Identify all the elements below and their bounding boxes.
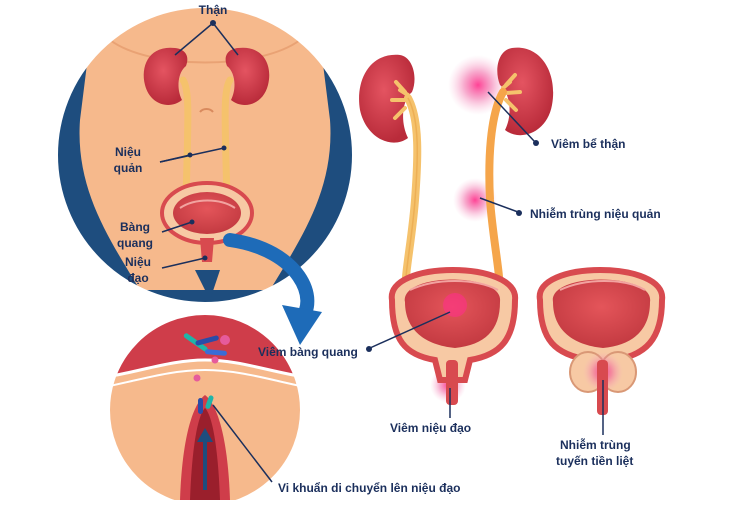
curved-arrow-icon xyxy=(223,233,322,345)
urethra-zoom-circle xyxy=(108,313,302,505)
anatomy-leader-lines xyxy=(159,20,239,269)
label-ureter-line1: Niệu xyxy=(115,145,141,159)
prostate-infection-view xyxy=(536,267,666,415)
label-urethritis: Viêm niệu đạo xyxy=(390,421,471,435)
label-pyelonephritis: Viêm bể thận xyxy=(551,137,625,151)
label-bacteria-caption: Vi khuẩn di chuyển lên niệu đạo xyxy=(278,481,460,495)
label-bladder-line1: Bàng xyxy=(120,220,150,234)
label-prostatitis-line2: tuyến tiền liệt xyxy=(556,454,633,468)
infection-leader-lines xyxy=(366,91,604,435)
label-ureter-line2: quản xyxy=(114,161,143,175)
kidney-left xyxy=(143,47,188,105)
label-cystitis: Viêm bàng quang xyxy=(258,345,358,359)
urinary-tract-infection-view xyxy=(359,47,554,405)
label-urethra-line2: đạo xyxy=(127,271,148,285)
kidney-right xyxy=(225,47,270,105)
bacteria-leader-line xyxy=(212,404,273,483)
label-bladder-line2: quang xyxy=(117,236,153,250)
label-ureter-infection: Nhiễm trùng niệu quản xyxy=(530,206,661,221)
label-kidney: Thận xyxy=(199,3,228,17)
label-urethra-line1: Niệu xyxy=(125,255,151,269)
label-prostatitis-line1: Nhiễm trùng xyxy=(560,437,631,452)
anatomy-overview-circle xyxy=(56,6,354,304)
